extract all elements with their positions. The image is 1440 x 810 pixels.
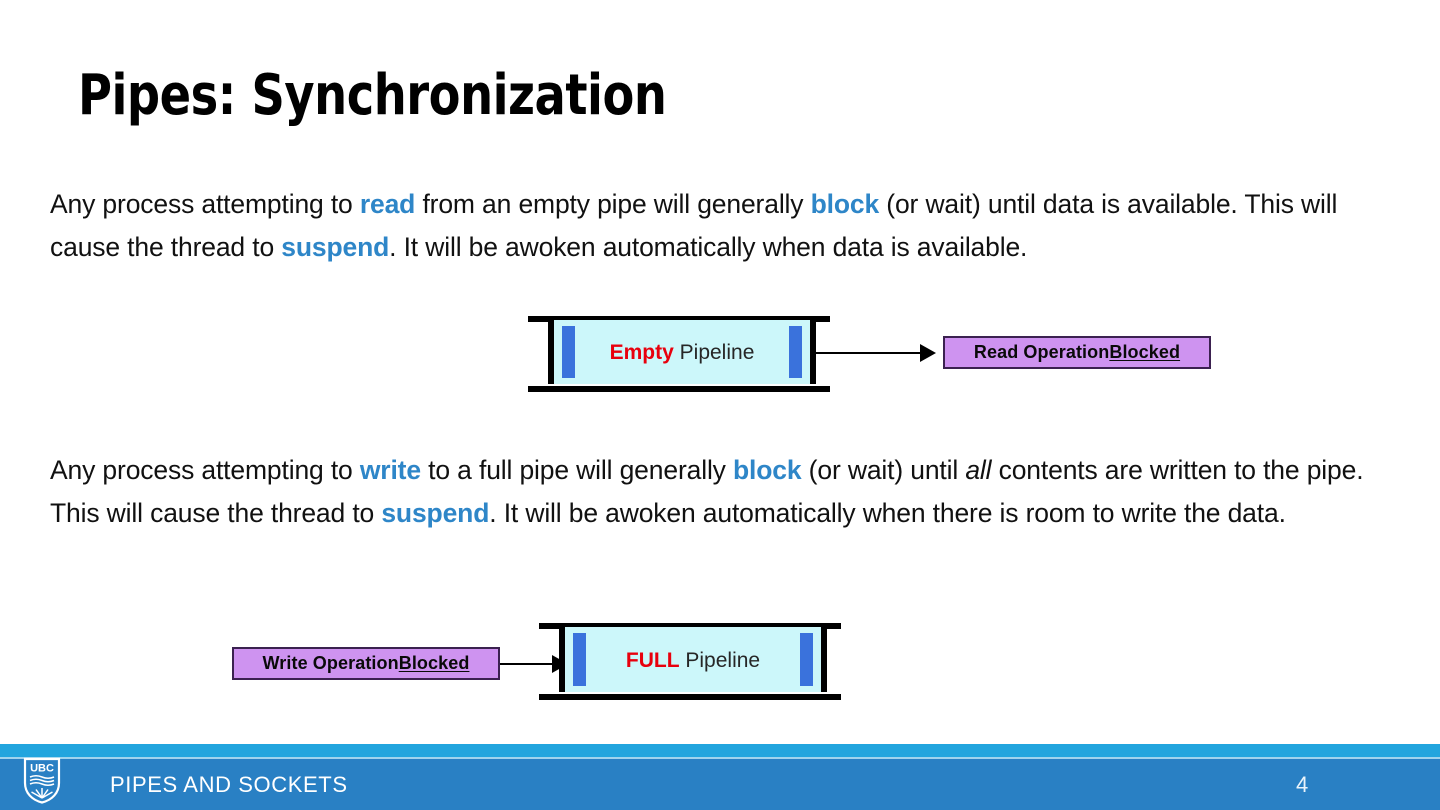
- pipe-rail-top-write: [539, 623, 841, 629]
- pipe-body-write: FULL Pipeline: [559, 627, 827, 692]
- keyword-suspend-2: suspend: [381, 498, 490, 528]
- pipe-plunger-left-read: [562, 326, 575, 378]
- pipe-rail-top-read: [528, 316, 830, 322]
- pipe-rail-bottom-write: [539, 694, 841, 700]
- footer-bar: [0, 759, 1440, 810]
- para-read-seg4: . It will be awoken automatically when d…: [389, 232, 1028, 262]
- callout-write-emphasis: Blocked: [398, 653, 470, 673]
- para-write-seg3: (or wait) until: [801, 455, 966, 485]
- pipe-plunger-right-write: [800, 633, 813, 686]
- emphasis-all: all: [965, 455, 992, 485]
- callout-write-blocked: Write Operation Blocked: [232, 647, 500, 680]
- para-write-seg5: . It will be awoken automatically when t…: [489, 498, 1286, 528]
- pipe-plunger-right-read: [789, 326, 802, 378]
- keyword-block-1: block: [810, 189, 880, 219]
- keyword-block-2: block: [733, 455, 802, 485]
- connector-line-read: [816, 352, 928, 354]
- pipe-body-read: Empty Pipeline: [548, 320, 816, 384]
- keyword-write: write: [359, 455, 421, 485]
- callout-write-prefix: Write Operation: [262, 653, 399, 673]
- paragraph-write: Any process attempting to write to a ful…: [50, 449, 1400, 535]
- pipe-plunger-left-write: [573, 633, 586, 686]
- para-read-seg3: (or wait) until data is available. This …: [50, 189, 1338, 262]
- footer-hairline: [0, 757, 1440, 759]
- pipe-state-read: Empty: [609, 341, 674, 364]
- para-write-seg2: to a full pipe will generally: [420, 455, 733, 485]
- callout-read-prefix: Read Operation: [973, 342, 1110, 362]
- ubc-logo: UBC: [22, 757, 62, 804]
- page-title: Pipes: Synchronization: [78, 63, 667, 128]
- pipe-label-read: Empty Pipeline: [554, 341, 810, 365]
- keyword-read: read: [359, 189, 416, 219]
- footer-accent-band: [0, 744, 1440, 757]
- paragraph-read: Any process attempting to read from an e…: [50, 183, 1395, 269]
- keyword-suspend-1: suspend: [281, 232, 390, 262]
- pipe-word-read: Pipeline: [673, 341, 755, 364]
- footer-page-number: 4: [1296, 772, 1309, 797]
- connector-arrowhead-read: [920, 344, 936, 362]
- callout-read-blocked: Read Operation Blocked: [943, 336, 1211, 369]
- pipe-rail-bottom-read: [528, 386, 830, 392]
- callout-read-emphasis: Blocked: [1109, 342, 1181, 362]
- para-write-seg1: Any process attempting to: [50, 455, 360, 485]
- para-read-seg1: Any process attempting to: [50, 189, 360, 219]
- para-read-seg2: from an empty pipe will generally: [415, 189, 811, 219]
- footer-section-label: PIPES AND SOCKETS: [110, 772, 348, 797]
- svg-text:UBC: UBC: [30, 763, 54, 775]
- pipe-label-write: FULL Pipeline: [565, 649, 821, 673]
- pipe-word-write: Pipeline: [679, 649, 761, 672]
- para-write-seg4: contents are written to the pipe. This w…: [50, 455, 1364, 528]
- pipe-state-write: FULL: [625, 649, 680, 672]
- connector-line-write: [500, 663, 562, 665]
